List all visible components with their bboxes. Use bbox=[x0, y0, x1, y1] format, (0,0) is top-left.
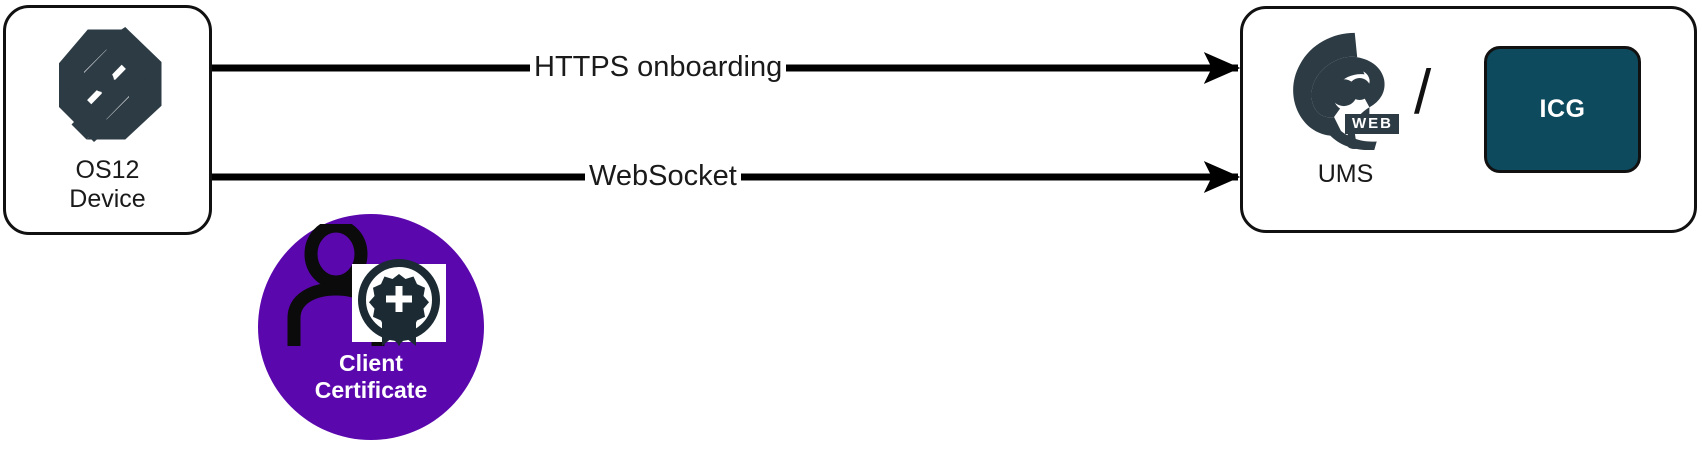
os12-brand-logo-icon bbox=[59, 27, 162, 142]
ums-icg-separator: / bbox=[1414, 58, 1432, 127]
icg-label: ICG bbox=[1539, 95, 1586, 123]
node-icg[interactable]: ICG bbox=[1484, 46, 1641, 173]
ums-brand-logo-icon bbox=[1293, 32, 1385, 150]
edge-label-websocket: WebSocket bbox=[585, 159, 741, 193]
edge-label-https-onboarding: HTTPS onboarding bbox=[530, 50, 787, 84]
client-certificate-badge[interactable]: Client Certificate bbox=[258, 214, 484, 440]
ums-logo-web-chip: WEB bbox=[1345, 114, 1399, 134]
client-certificate-caption: Client Certificate bbox=[314, 350, 428, 403]
user-with-certificate-icon bbox=[287, 224, 446, 346]
ums-caption: UMS bbox=[1317, 160, 1374, 188]
os12-device-caption: OS12 Device bbox=[69, 156, 146, 213]
